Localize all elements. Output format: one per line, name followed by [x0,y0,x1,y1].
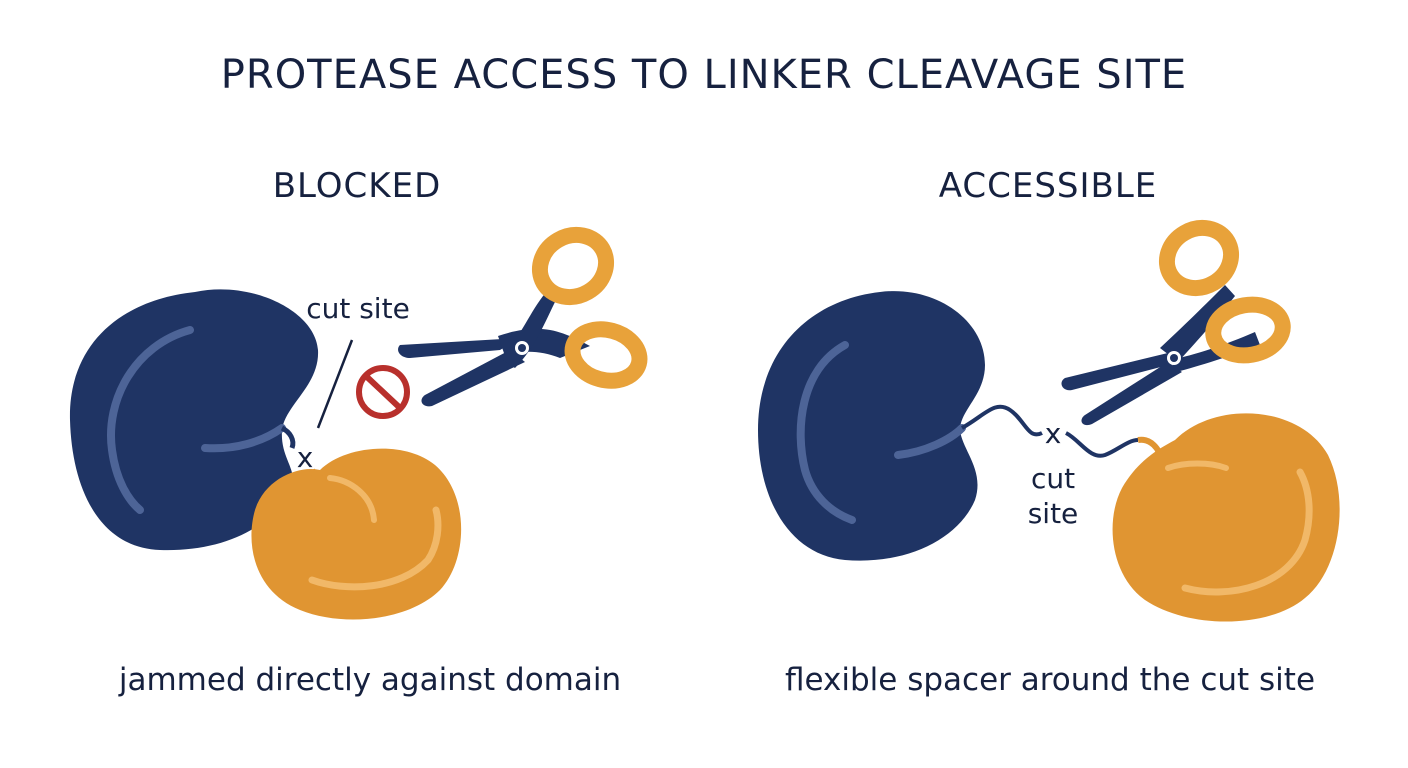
orange-domain-right-inner [1165,460,1229,471]
blocked-caption: jammed directly against domain [118,662,622,698]
diagram-title: PROTEASE ACCESS TO LINKER CLEAVAGE SITE [220,52,1188,98]
cut-site-label-right-line2: site [1028,497,1079,530]
orange-domain-right-highlight [1181,468,1313,596]
cut-mark-right: x [1045,417,1062,450]
cut-site-pointer-left [316,339,354,429]
scissors-icon-right [1061,219,1291,426]
blocked-heading: BLOCKED [272,166,442,206]
cut-site-label-right-line1: cut [1031,462,1075,495]
navy-domain-left [69,289,319,551]
navy-domain-right [758,291,985,561]
accessible-heading: ACCESSIBLE [938,166,1158,206]
short-linker [280,425,296,449]
scissors-icon-left [398,226,648,407]
short-linker-orange [309,468,326,482]
cut-mark-left: x [297,441,314,474]
accessible-caption: flexible spacer around the cut site [784,662,1316,698]
flexible-linker [961,404,1043,437]
blocked-panel: cut site x [69,226,648,620]
orange-domain-left-highlight [308,506,442,591]
orange-domain-left-inner [327,475,377,523]
accessible-panel: x cut site [758,219,1340,622]
flexible-linker-right [1064,431,1139,458]
navy-domain-left-inner [201,424,286,453]
prohibited-icon [356,365,410,419]
navy-domain-right-highlight [796,341,856,524]
navy-domain-right-inner [894,424,966,459]
navy-domain-left-highlight [107,326,194,514]
cut-site-label-left: cut site [306,292,410,325]
